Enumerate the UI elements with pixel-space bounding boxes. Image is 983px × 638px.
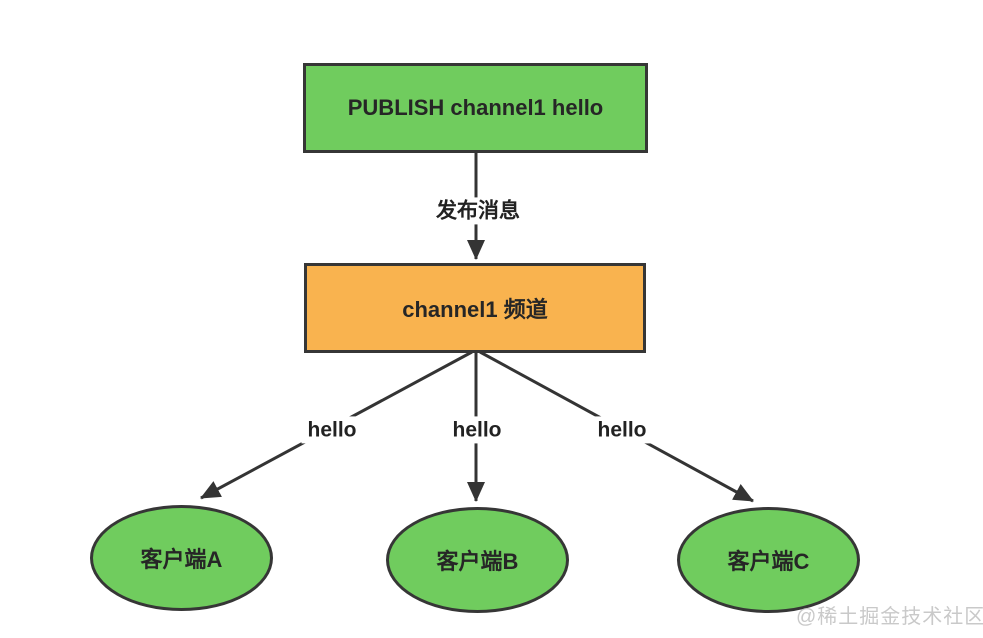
client-node-b: 客户端B	[386, 507, 569, 613]
publish-command-node: PUBLISH channel1 hello	[303, 63, 648, 153]
message-label-middle: hello	[446, 416, 508, 444]
client-node-c: 客户端C	[677, 507, 860, 613]
client-node-a: 客户端A	[90, 505, 273, 611]
message-label-left: hello	[301, 416, 363, 444]
message-label-right: hello	[591, 416, 653, 444]
client-b-label: 客户端B	[436, 549, 519, 574]
client-a-label: 客户端A	[140, 547, 223, 572]
publish-command-label: PUBLISH channel1 hello	[347, 95, 604, 120]
channel-node: channel1 频道	[304, 263, 646, 353]
watermark: @稀土掘金技术社区	[796, 606, 983, 628]
client-c-label: 客户端C	[727, 549, 810, 574]
publish-arrow-label: 发布消息	[430, 197, 526, 225]
channel-node-label: channel1 频道	[402, 297, 548, 322]
